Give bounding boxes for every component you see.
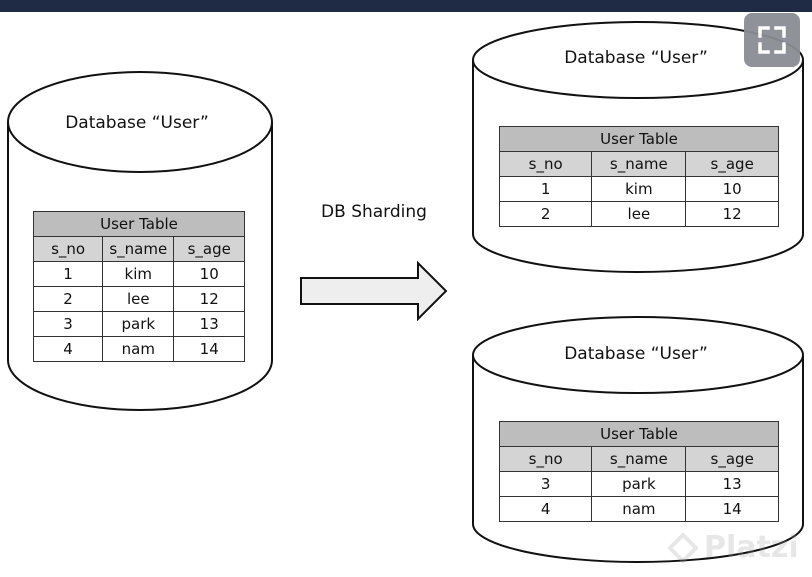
- table-cell: 1: [498, 176, 593, 202]
- table-cell: nam: [102, 336, 175, 362]
- table-cell: park: [591, 471, 687, 497]
- shard-2-db-title: Database “User”: [564, 344, 708, 364]
- table-caption: User Table: [499, 421, 779, 447]
- column-header: s_age: [685, 446, 779, 472]
- table-cell: 1: [32, 261, 104, 287]
- table-cell: 13: [685, 471, 779, 497]
- table-cell: nam: [591, 496, 687, 522]
- table-caption: User Table: [33, 211, 245, 237]
- table-cell: 2: [498, 201, 593, 227]
- diagram-frame: Database “User” DB Sharding Database “Us…: [0, 12, 812, 577]
- shard-2-user-table: User Table s_no s_name s_age 3 park 13 4…: [498, 421, 779, 522]
- column-header: s_age: [173, 236, 245, 262]
- table-cell: 14: [685, 496, 779, 522]
- table-cell: park: [102, 311, 175, 337]
- table-row: 3 park 13: [498, 471, 779, 497]
- table-row: 4 nam 14: [32, 336, 245, 362]
- table-row: 1 kim 10: [498, 176, 779, 202]
- sharding-arrow: DB Sharding: [300, 202, 448, 322]
- table-cell: 12: [173, 286, 245, 312]
- table-cell: kim: [102, 261, 175, 287]
- column-header: s_no: [498, 151, 593, 177]
- shard-1-db-title: Database “User”: [564, 48, 708, 68]
- arrow-label: DB Sharding: [321, 202, 427, 222]
- table-cell: 2: [32, 286, 104, 312]
- column-header: s_name: [102, 236, 175, 262]
- platzi-watermark: Platzi: [668, 530, 799, 565]
- expand-icon: [758, 26, 786, 54]
- table-cell: lee: [102, 286, 175, 312]
- table-cell: 3: [32, 311, 104, 337]
- table-row: 2 lee 12: [498, 201, 779, 227]
- table-cell: 4: [32, 336, 104, 362]
- expand-button[interactable]: [744, 13, 800, 67]
- column-header: s_age: [685, 151, 779, 177]
- table-cell: 4: [498, 496, 593, 522]
- table-cell: 10: [173, 261, 245, 287]
- table-row: 3 park 13: [32, 311, 245, 337]
- column-header: s_no: [32, 236, 104, 262]
- platzi-logo-icon: [668, 532, 698, 563]
- table-cell: 14: [173, 336, 245, 362]
- table-cell: 13: [173, 311, 245, 337]
- table-caption: User Table: [499, 126, 779, 152]
- column-header: s_name: [591, 151, 687, 177]
- table-cell: 12: [685, 201, 779, 227]
- table-cell: 10: [685, 176, 779, 202]
- table-row: 4 nam 14: [498, 496, 779, 522]
- table-row: 2 lee 12: [32, 286, 245, 312]
- shard-1-user-table: User Table s_no s_name s_age 1 kim 10 2 …: [498, 126, 779, 227]
- table-cell: 3: [498, 471, 593, 497]
- table-cell: kim: [591, 176, 687, 202]
- table-row: 1 kim 10: [32, 261, 245, 287]
- table-cell: lee: [591, 201, 687, 227]
- source-user-table: User Table s_no s_name s_age 1 kim 10 2 …: [32, 211, 245, 362]
- column-header: s_no: [498, 446, 593, 472]
- source-db-title: Database “User”: [65, 113, 209, 133]
- column-header: s_name: [591, 446, 687, 472]
- watermark-text: Platzi: [704, 530, 799, 565]
